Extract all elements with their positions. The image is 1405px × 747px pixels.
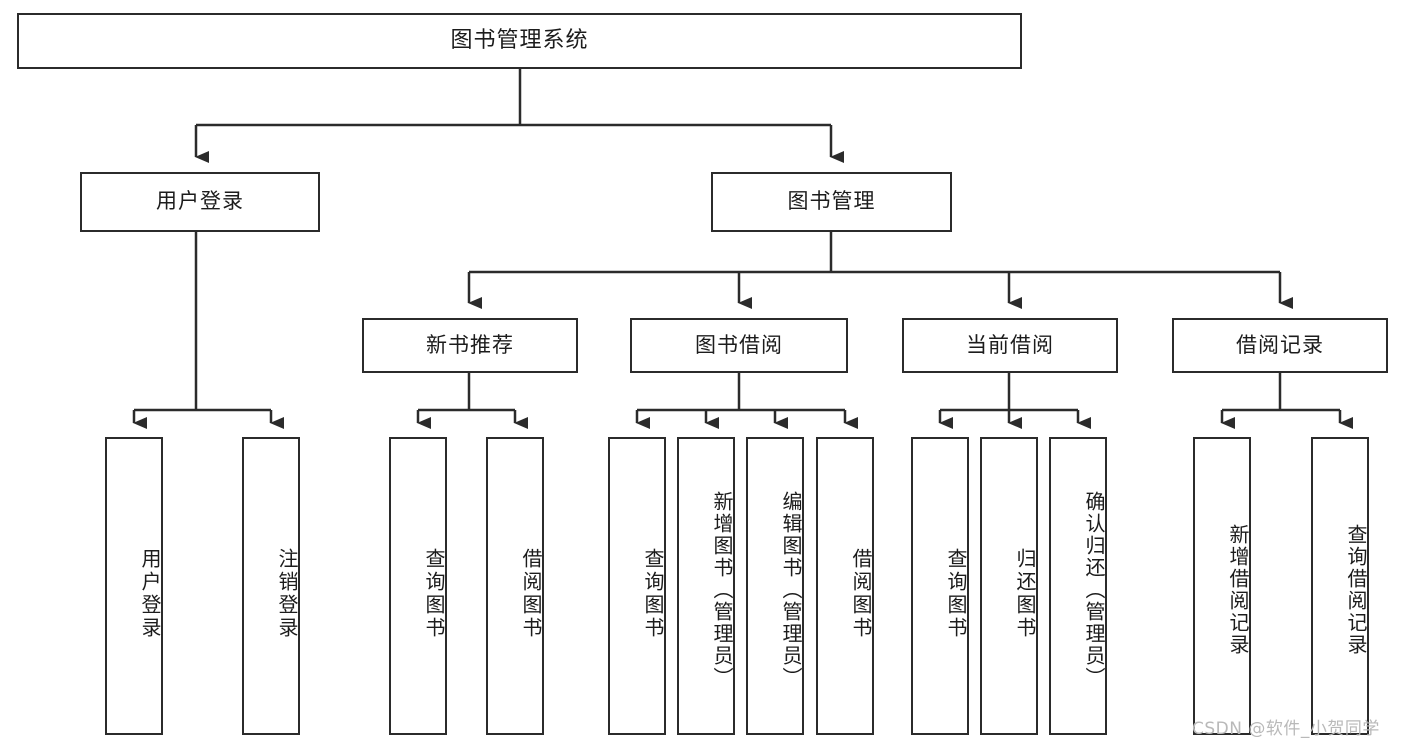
csdn-watermark: CSDN @软件_小贺同学: [1192, 719, 1380, 739]
leaf-book-borrow-borrow-book[interactable]: 借阅图书: [816, 437, 874, 735]
leaf-book-borrow-query-book[interactable]: 查询图书: [608, 437, 666, 735]
leaf-current-borrow-return-book[interactable]: 归还图书: [980, 437, 1038, 735]
leaf-current-borrow-confirm-return-admin[interactable]: 确认归还（管理员）: [1049, 437, 1107, 735]
leaf-current-borrow-query-book[interactable]: 查询图书: [911, 437, 969, 735]
leaf-user-login-logout[interactable]: 注销登录: [242, 437, 300, 735]
leaf-book-borrow-edit-book-admin[interactable]: 编辑图书（管理员）: [746, 437, 804, 735]
leaf-book-borrow-add-book-admin[interactable]: 新增图书（管理员）: [677, 437, 735, 735]
node-book-borrow[interactable]: 图书借阅: [630, 318, 848, 373]
leaf-borrow-record-add-record[interactable]: 新增借阅记录: [1193, 437, 1251, 735]
node-user-login[interactable]: 用户登录: [80, 172, 320, 232]
leaf-new-book-query-book[interactable]: 查询图书: [389, 437, 447, 735]
leaf-borrow-record-query-record[interactable]: 查询借阅记录: [1311, 437, 1369, 735]
leaf-user-login-login[interactable]: 用户登录: [105, 437, 163, 735]
node-root-system[interactable]: 图书管理系统: [17, 13, 1022, 69]
node-current-borrow[interactable]: 当前借阅: [902, 318, 1118, 373]
node-borrow-record[interactable]: 借阅记录: [1172, 318, 1388, 373]
node-book-management[interactable]: 图书管理: [711, 172, 952, 232]
node-new-book-recommend[interactable]: 新书推荐: [362, 318, 578, 373]
leaf-new-book-borrow-book[interactable]: 借阅图书: [486, 437, 544, 735]
